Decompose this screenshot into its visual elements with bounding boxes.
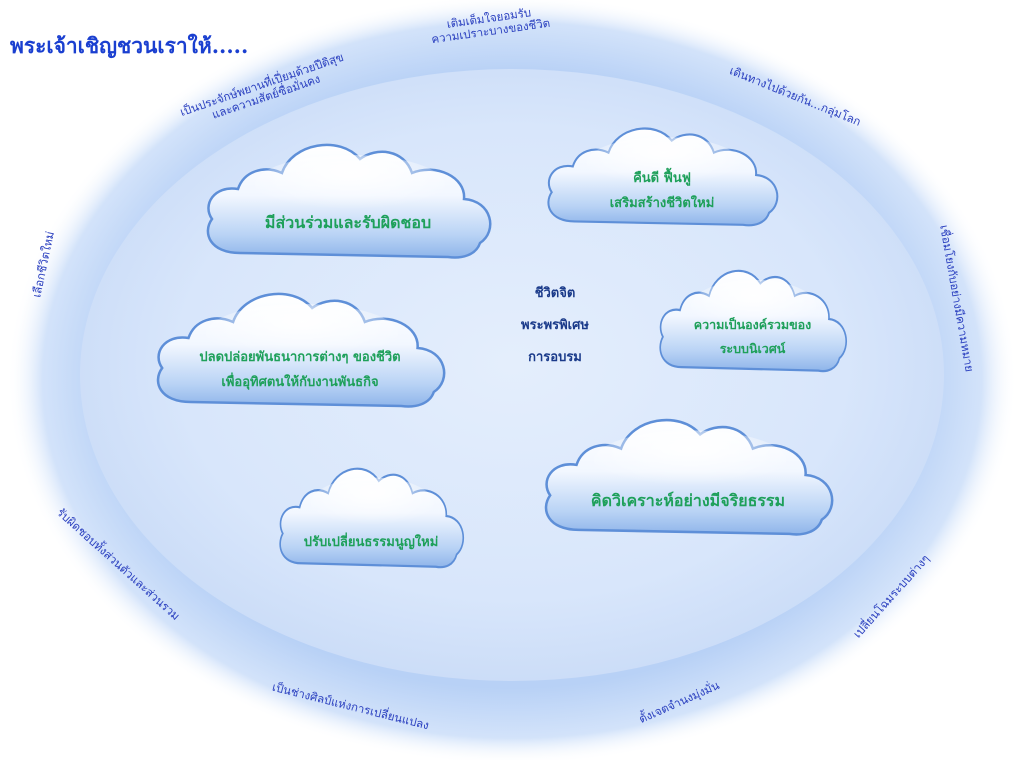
center-line-1: ชีวิตจิต bbox=[534, 286, 576, 301]
cloud-renew-line1: คืนดี ฟื้นฟู bbox=[633, 171, 691, 186]
cloud-renew: คืนดี ฟื้นฟู เสริมสร้างชีวิตใหม่ bbox=[542, 120, 782, 230]
center-line-3: การอบรม bbox=[528, 350, 582, 365]
cloud-label: ความเป็นองค์รวมของ ระบบนิเวศน์ bbox=[655, 262, 850, 394]
cloud-ecosystem-line1: ความเป็นองค์รวมของ bbox=[693, 316, 812, 332]
cloud-liberate-line1: ปลดปล่อยพันธนาการต่างๆ ของชีวิต bbox=[199, 350, 401, 365]
cloud-liberate: ปลดปล่อยพันธนาการต่างๆ ของชีวิต เพื่ออุท… bbox=[150, 284, 450, 412]
page-title: พระเจ้าเชิญชวนเราให้..... bbox=[10, 33, 249, 58]
cloud-label: ปลดปล่อยพันธนาการต่างๆ ของชีวิต เพื่ออุท… bbox=[150, 284, 450, 434]
cloud-ecosystem: ความเป็นองค์รวมของ ระบบนิเวศน์ bbox=[655, 262, 850, 376]
cloud-ethics: คิดวิเคราะห์อย่างมีจริยธรรม bbox=[538, 410, 838, 540]
cloud-label: มีส่วนร่วมและรับผิดชอบ bbox=[200, 135, 496, 287]
cloud-label: คืนดี ฟื้นฟู เสริมสร้างชีวิตใหม่ bbox=[542, 120, 782, 246]
cloud-responsibility: มีส่วนร่วมและรับผิดชอบ bbox=[200, 135, 496, 263]
cloud-renew-line2: เสริมสร้างชีวิตใหม่ bbox=[609, 196, 715, 211]
cloud-constitution: ปรับเปลี่ยนธรรมนูญใหม่ bbox=[275, 460, 467, 572]
cloud-constitution-text: ปรับเปลี่ยนธรรมนูญใหม่ bbox=[303, 534, 439, 550]
cloud-liberate-line2: เพื่ออุทิศตนให้กับงานพันธกิจ bbox=[221, 375, 379, 390]
cloud-label: คิดวิเคราะห์อย่างมีจริยธรรม bbox=[538, 410, 838, 566]
cloud-responsibility-text: มีส่วนร่วมและรับผิดชอบ bbox=[264, 213, 432, 232]
center-line-2: พระพรพิเศษ bbox=[521, 318, 589, 333]
center-text: ชีวิตจิต พระพรพิเศษ การอบรม bbox=[470, 282, 640, 378]
cloud-label: ปรับเปลี่ยนธรรมนูญใหม่ bbox=[275, 460, 467, 598]
cloud-ecosystem-line2: ระบบนิเวศน์ bbox=[719, 341, 786, 356]
cloud-ethics-text: คิดวิเคราะห์อย่างมีจริยธรรม bbox=[590, 491, 786, 510]
